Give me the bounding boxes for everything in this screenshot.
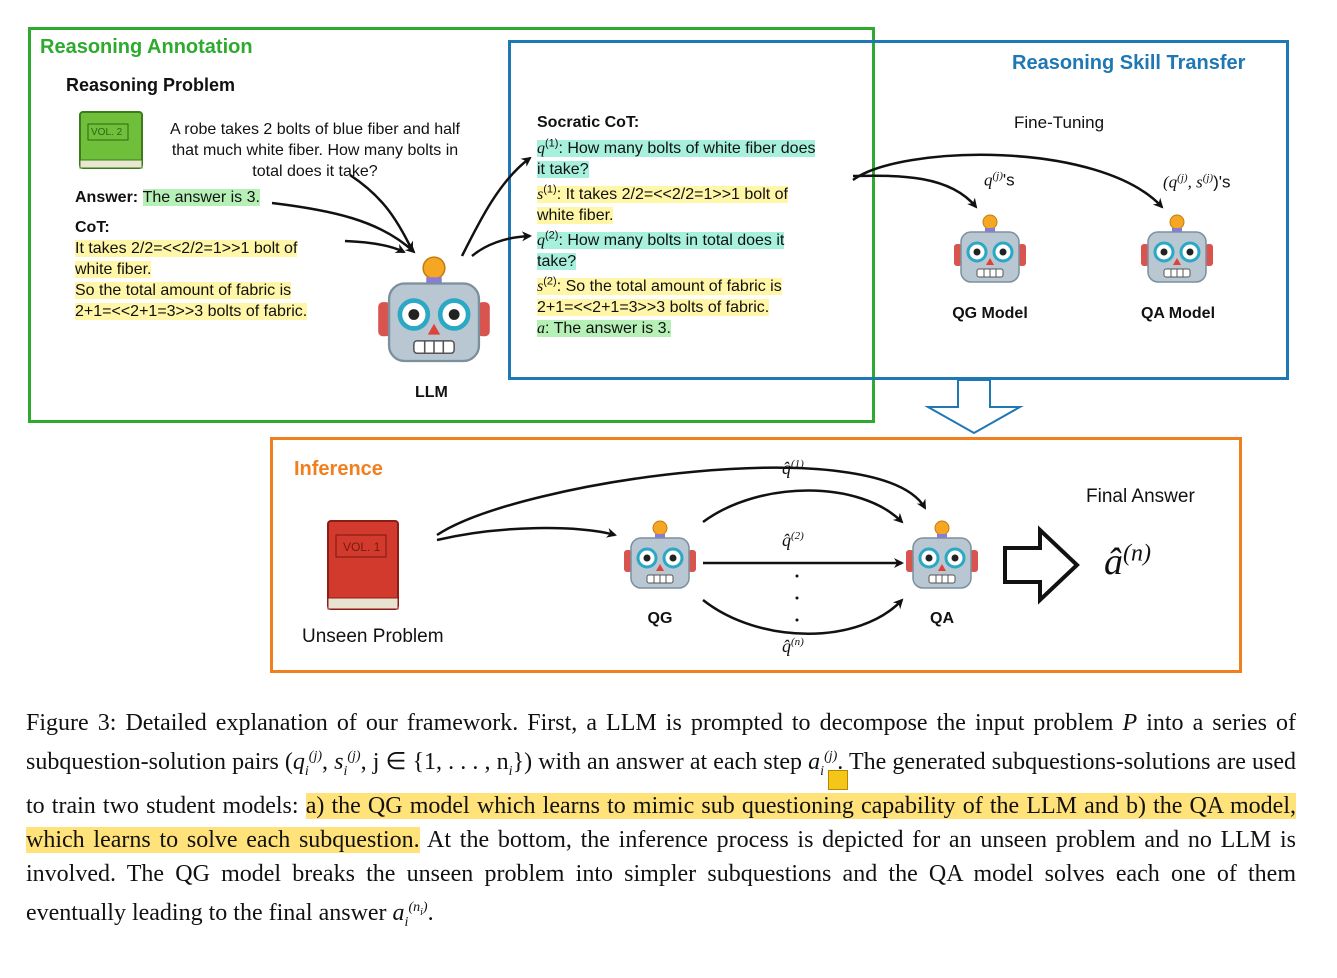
- annotation-note-icon[interactable]: [828, 770, 848, 790]
- inference-title: Inference: [294, 458, 383, 480]
- qn-hat-label: q̂(n): [782, 636, 804, 656]
- qa-arrow-label: (q(j), s(j))'s: [1163, 172, 1231, 192]
- qg-model-robot-icon: [952, 213, 1028, 284]
- green-book-label: VOL. 2: [91, 127, 123, 138]
- figure-caption: Figure 3: Detailed explanation of our fr…: [26, 710, 1297, 930]
- cot-label: CoT:: [75, 219, 110, 236]
- final-answer-label: Final Answer: [1086, 486, 1195, 507]
- fine-tuning-label: Fine-Tuning: [1014, 113, 1105, 132]
- reasoning-annotation-panel: [28, 27, 875, 423]
- answer-line: Answer: The answer is 3.: [75, 189, 260, 206]
- qa-model-robot-icon: [1139, 213, 1215, 284]
- socratic-cot-steps: q(1): How many bolts of white fiber does…: [537, 134, 857, 339]
- cot-text: It takes 2/2=<<2/2=1>>1 bolt of white fi…: [75, 240, 308, 320]
- qa-model-label: QA Model: [1140, 305, 1216, 322]
- reasoning-skill-transfer-panel: [508, 40, 1289, 380]
- socratic-q1: q(1): How many bolts of white fiber does…: [537, 138, 816, 179]
- socratic-q2: q(2): How many bolts in total does it ta…: [537, 230, 785, 271]
- unseen-problem-label: Unseen Problem: [302, 626, 444, 647]
- green-book-icon: [79, 111, 143, 169]
- socratic-s1: s(1): It takes 2/2=<<2/2=1>>1 bolt of wh…: [537, 184, 788, 225]
- socratic-answer: a: The answer is 3.: [537, 320, 671, 337]
- socratic-cot-heading: Socratic CoT:: [537, 114, 640, 131]
- inference-panel: [270, 437, 1242, 673]
- reasoning-skill-transfer-title: Reasoning Skill Transfer: [1012, 52, 1246, 74]
- qg-label: QG: [647, 610, 673, 627]
- socratic-s2: s(2): So the total amount of fabric is 2…: [537, 276, 782, 317]
- reasoning-problem-text: A robe takes 2 bolts of blue fiber and h…: [170, 121, 460, 180]
- red-book-icon: [327, 520, 399, 610]
- q2-hat-label: q̂(2): [782, 530, 804, 550]
- llm-label: LLM: [415, 384, 448, 401]
- reasoning-annotation-title: Reasoning Annotation: [40, 36, 253, 58]
- qg-model-label: QG Model: [952, 305, 1028, 322]
- llm-robot-icon: [378, 257, 490, 361]
- reasoning-problem-heading: Reasoning Problem: [66, 75, 236, 95]
- final-answer-symbol: â(n): [1104, 540, 1151, 583]
- qg-arrow-label: q(j)'s: [984, 170, 1015, 190]
- qg-robot-icon: [622, 519, 698, 590]
- qa-label: QA: [930, 610, 954, 627]
- red-book-label: VOL. 1: [343, 540, 381, 554]
- q1-hat-label: q̂(1): [782, 458, 804, 478]
- qa-robot-icon: [904, 519, 980, 590]
